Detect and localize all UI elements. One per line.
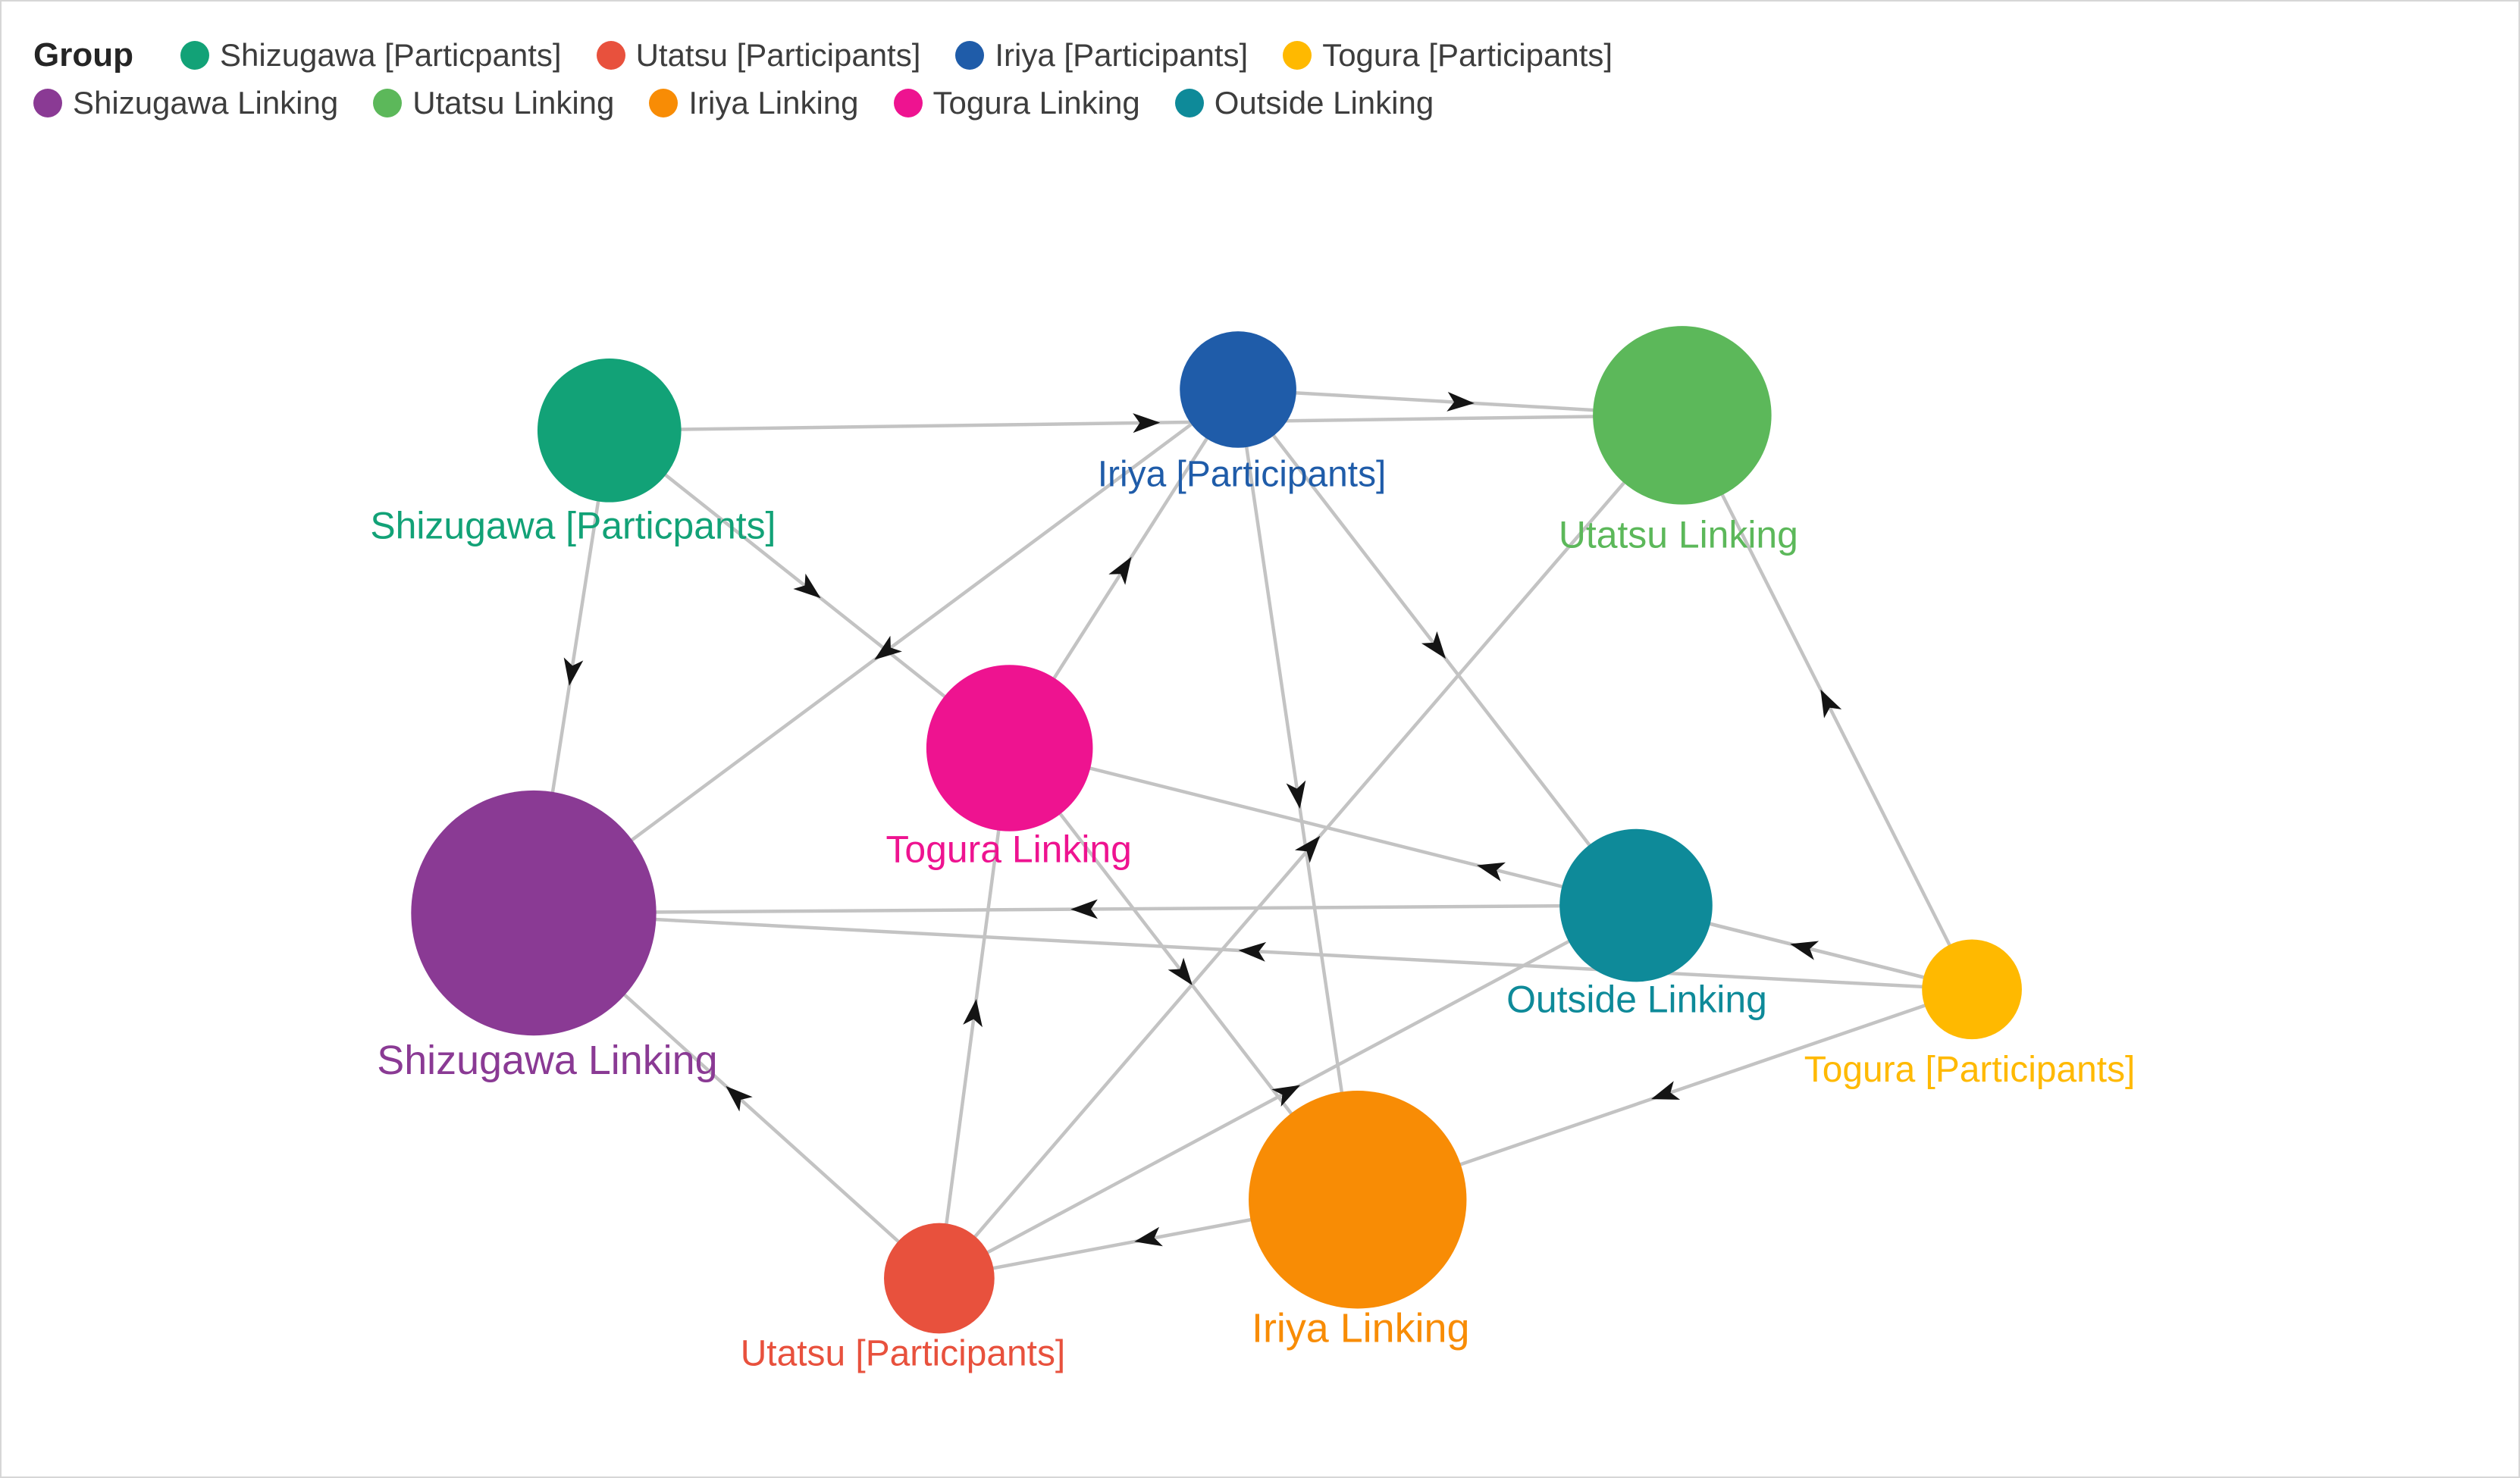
legend-item-label: Togura Linking xyxy=(932,85,1140,121)
legend-item-label: Iriya Linking xyxy=(688,85,859,121)
node-label-shizugawa_l: Shizugawa Linking xyxy=(377,1038,717,1083)
legend-item-label: Utatsu [Participants] xyxy=(635,37,921,73)
legend-item-iriya_l[interactable]: Iriya Linking xyxy=(649,85,859,121)
arrowhead-icon-togura_p-to-iriya_l xyxy=(1650,1081,1681,1100)
legend-dot-icon xyxy=(1174,89,1204,117)
legend-item-label: Shizugawa [Particpants] xyxy=(219,37,562,73)
legend-item-togura_p[interactable]: Togura [Participants] xyxy=(1283,37,1613,74)
legend-item-togura_l[interactable]: Togura Linking xyxy=(893,85,1140,121)
node-togura_p[interactable] xyxy=(1922,939,2022,1040)
arrowhead-icon-togura_l-to-iriya_l xyxy=(1168,957,1193,985)
legend-dot-icon xyxy=(649,89,679,117)
arrowhead-icon-utatsu_p-to-togura_l xyxy=(963,998,983,1028)
node-shizugawa_p[interactable] xyxy=(537,359,682,503)
legend-dot-icon xyxy=(33,89,62,117)
legend-dot-icon xyxy=(596,41,625,70)
legend-dot-icon xyxy=(955,41,985,70)
legend-item-label: Utatsu Linking xyxy=(412,85,615,121)
arrowhead-icon-utatsu_p-to-outside_l xyxy=(1271,1085,1301,1107)
arrowhead-icon-outside_l-to-shizugawa_l xyxy=(1070,899,1099,919)
arrowhead-icon-iriya_p-to-outside_l xyxy=(1421,631,1446,659)
node-label-iriya_p: Iriya [Participants] xyxy=(1098,455,1387,495)
arrowhead-icon-togura_p-to-togura_l xyxy=(1476,862,1506,881)
legend-dot-icon xyxy=(180,41,209,70)
arrowhead-icon-shizugawa_p-to-utatsu_l xyxy=(1133,413,1161,434)
legend-item-label: Shizugawa Linking xyxy=(73,85,339,121)
node-iriya_p[interactable] xyxy=(1180,331,1296,448)
node-utatsu_l[interactable] xyxy=(1593,326,1772,505)
arrowhead-icon-iriya_p-to-shizugawa_l xyxy=(874,635,902,660)
arrowhead-icon-iriya_p-to-iriya_l xyxy=(1286,780,1306,809)
arrowhead-icon-utatsu_p-to-utatsu_l xyxy=(1294,835,1321,863)
node-outside_l[interactable] xyxy=(1559,828,1713,982)
arrowhead-icon-utatsu_p-to-shizugawa_l xyxy=(726,1085,753,1112)
legend-title: Group xyxy=(33,36,133,74)
legend-item-label: Iriya [Participants] xyxy=(995,37,1249,73)
node-label-utatsu_p: Utatsu [Participants] xyxy=(741,1333,1066,1373)
legend-item-shizugawa_p[interactable]: Shizugawa [Particpants] xyxy=(180,37,562,74)
node-shizugawa_l[interactable] xyxy=(411,790,657,1036)
node-layer xyxy=(411,326,2022,1334)
node-togura_l[interactable] xyxy=(926,665,1093,831)
node-label-utatsu_l: Utatsu Linking xyxy=(1559,514,1798,556)
legend-dot-icon xyxy=(1283,41,1312,70)
legend-item-label: Togura [Participants] xyxy=(1322,37,1613,73)
legend-item-label: Outside Linking xyxy=(1214,85,1434,121)
arrowhead-icon-shizugawa_p-to-togura_l xyxy=(793,573,821,599)
legend: Group Shizugawa [Particpants] Utatsu [Par… xyxy=(33,36,2488,121)
arrow-layer xyxy=(563,391,1842,1247)
arrowhead-icon-togura_p-to-shizugawa_l xyxy=(1238,941,1267,962)
arrowhead-icon-togura_p-to-outside_l xyxy=(1790,941,1819,960)
node-label-togura_l: Togura Linking xyxy=(885,828,1131,871)
legend-row-1: Group Shizugawa [Particpants] Utatsu [Par… xyxy=(33,36,2488,74)
legend-item-outside_l[interactable]: Outside Linking xyxy=(1174,85,1434,121)
arrowhead-icon-iriya_l-to-utatsu_p xyxy=(1134,1226,1163,1247)
node-iriya_l[interactable] xyxy=(1249,1091,1467,1309)
legend-item-utatsu_p[interactable]: Utatsu [Participants] xyxy=(596,37,921,74)
arrowhead-icon-iriya_p-to-utatsu_l xyxy=(1446,391,1475,412)
arrowhead-icon-togura_p-to-utatsu_l xyxy=(1820,689,1842,719)
node-label-iriya_l: Iriya Linking xyxy=(1252,1305,1469,1351)
legend-row-2: Shizugawa Linking Utatsu Linking Iriya Lin… xyxy=(33,85,2488,121)
arrowhead-icon-togura_l-to-iriya_p xyxy=(1108,556,1132,585)
node-label-outside_l: Outside Linking xyxy=(1506,978,1767,1020)
arrowhead-icon-shizugawa_p-to-shizugawa_l xyxy=(563,657,584,686)
legend-dot-icon xyxy=(893,89,923,117)
legend-item-iriya_p[interactable]: Iriya [Participants] xyxy=(955,37,1248,74)
label-layer: Shizugawa [Particpants] Iriya [Participan… xyxy=(370,455,2135,1374)
legend-item-shizugawa_l[interactable]: Shizugawa Linking xyxy=(33,85,338,121)
legend-item-utatsu_l[interactable]: Utatsu Linking xyxy=(373,85,614,121)
node-label-shizugawa_p: Shizugawa [Particpants] xyxy=(370,505,776,547)
node-label-togura_p: Togura [Participants] xyxy=(1804,1050,2136,1090)
node-utatsu_p[interactable] xyxy=(884,1223,995,1334)
legend-dot-icon xyxy=(373,89,403,117)
